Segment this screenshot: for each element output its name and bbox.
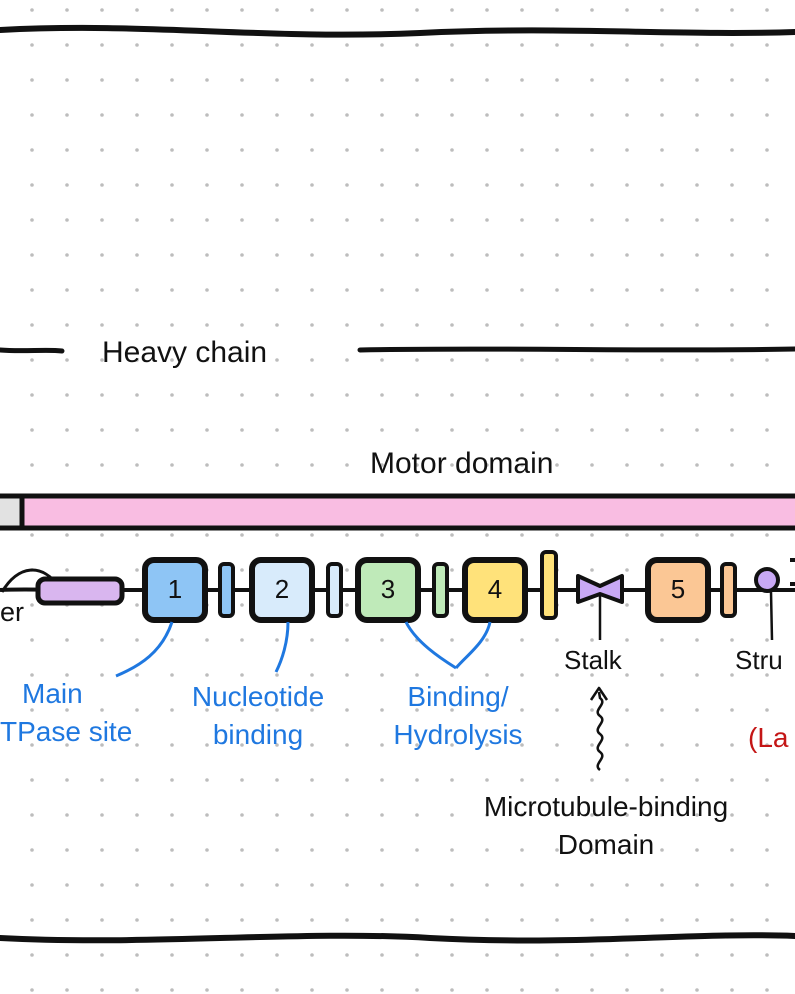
heavy-chain-line-right — [357, 346, 795, 353]
binding-pointer-right — [454, 621, 492, 669]
aaa1-domain — [142, 557, 208, 623]
mtbd-arrow-head — [589, 686, 609, 701]
aaa4-number: 4 — [487, 574, 503, 604]
nucleotide-pointer — [274, 621, 290, 673]
aaa2-domain — [249, 557, 315, 623]
mtbd-label-line2: Domain — [557, 829, 655, 860]
heavy-chain-label: Heavy chain — [102, 336, 268, 369]
aaa3-small-subdomain — [432, 562, 449, 618]
stalk-label: Stalk — [564, 645, 622, 675]
binding-pointer-left — [404, 621, 457, 670]
linker-domain — [35, 576, 125, 606]
aaa3-domain — [355, 557, 421, 623]
aaa3-number: 3 — [380, 574, 396, 604]
main-site-pointer — [115, 621, 174, 678]
mtbd-label-line1: Microtubule-binding — [483, 791, 729, 822]
aaa2-number: 2 — [274, 574, 290, 604]
main-label-line1: Main — [22, 678, 83, 709]
panel-bottom-border — [0, 932, 795, 944]
aaa1-number: 1 — [167, 574, 183, 604]
aaa1-small-subdomain — [218, 562, 235, 618]
nucleotide-label-line1: Nucleotide — [191, 681, 325, 712]
aaa4-domain — [462, 557, 528, 623]
main-label-line2: TPase site — [0, 716, 133, 747]
panel-top-border — [0, 24, 795, 38]
nucleotide-label-line2: binding — [212, 719, 304, 750]
strut-circle — [754, 567, 780, 593]
aaa5-small-subdomain — [720, 562, 737, 618]
n-terminal-segment — [0, 493, 25, 531]
motor-domain-bar — [19, 493, 795, 531]
mtbd-squiggle-arrow — [596, 691, 604, 771]
linker-label-partial: er — [0, 597, 25, 627]
stalk-bowtie — [576, 574, 624, 604]
strut-label-partial: Stru — [735, 645, 783, 675]
binding-label-line2: Hydrolysis — [393, 719, 523, 750]
aaa2-small-subdomain — [326, 562, 343, 618]
motor-domain-label: Motor domain — [370, 447, 554, 480]
heavy-chain-line-left — [0, 347, 65, 354]
aaa5-domain — [645, 557, 711, 623]
strut-pointer — [769, 591, 774, 641]
aaa5-number: 5 — [670, 574, 686, 604]
aaa4-small-subdomain — [540, 550, 558, 620]
binding-label-line1: Binding/ — [407, 681, 509, 712]
red-label-partial: (La — [748, 722, 789, 753]
